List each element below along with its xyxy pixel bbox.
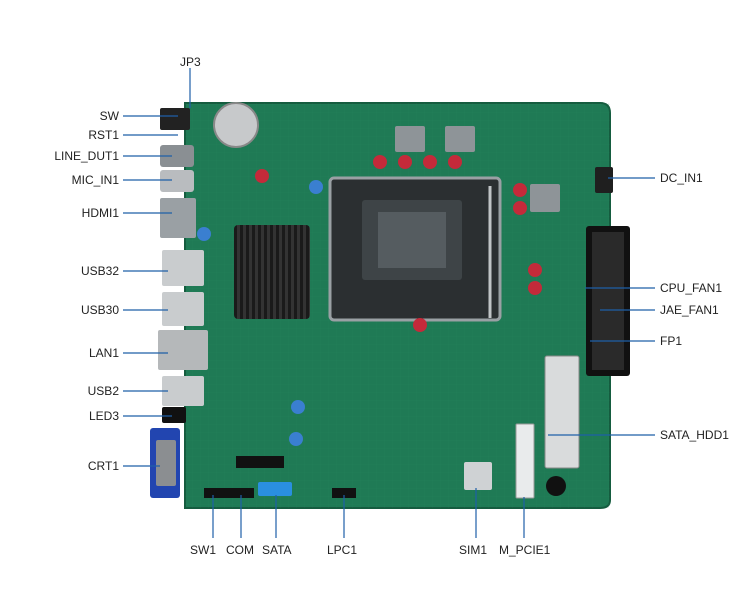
label-mic-in1: MIC_IN1 (71, 173, 119, 187)
sodimm-slot (586, 226, 630, 376)
vrm (255, 126, 560, 332)
sata-hdd-slot (544, 355, 580, 469)
label-fp1: FP1 (660, 334, 683, 348)
label-sata: SATA (262, 543, 292, 557)
label-com: COM (226, 543, 254, 557)
cpu-socket (328, 176, 502, 322)
label-rst1: RST1 (88, 128, 119, 142)
label-sw1: SW1 (190, 543, 217, 557)
sata-port (258, 482, 292, 496)
label-jp3: JP3 (180, 55, 201, 69)
label-m-pcie1: M_PCIE1 (499, 543, 551, 557)
label-cpu-fan1: CPU_FAN1 (660, 281, 723, 295)
label-led3: LED3 (88, 409, 119, 423)
dc-in-jack (595, 167, 613, 193)
com-header (204, 488, 254, 498)
capacitors (197, 180, 323, 446)
label-usb2: USB2 (87, 384, 119, 398)
label-sw: SW (99, 109, 119, 123)
mpcie-slot (515, 423, 535, 499)
label-sata-hdd1: SATA_HDD1 (660, 428, 729, 442)
chipset-heatsink (234, 225, 310, 319)
label-hdmi1: HDMI1 (81, 206, 119, 220)
buzzer (546, 476, 566, 496)
label-usb30: USB30 (80, 303, 119, 317)
label-usb32: USB32 (80, 264, 119, 278)
sim-slot (464, 462, 492, 490)
lpc-header (332, 488, 356, 498)
label-crt1: CRT1 (87, 459, 119, 473)
label-jae-fan1: JAE_FAN1 (660, 303, 719, 317)
leader-lines (123, 68, 655, 538)
label-line-out1: LINE_DUT1 (54, 149, 119, 163)
label-dc-in1: DC_IN1 (660, 171, 703, 185)
m2-slot (236, 456, 284, 468)
io-connectors (150, 108, 208, 498)
label-sim1: SIM1 (459, 543, 488, 557)
label-lan1: LAN1 (88, 346, 119, 360)
label-lpc1: LPC1 (327, 543, 358, 557)
cmos-battery (213, 102, 259, 148)
